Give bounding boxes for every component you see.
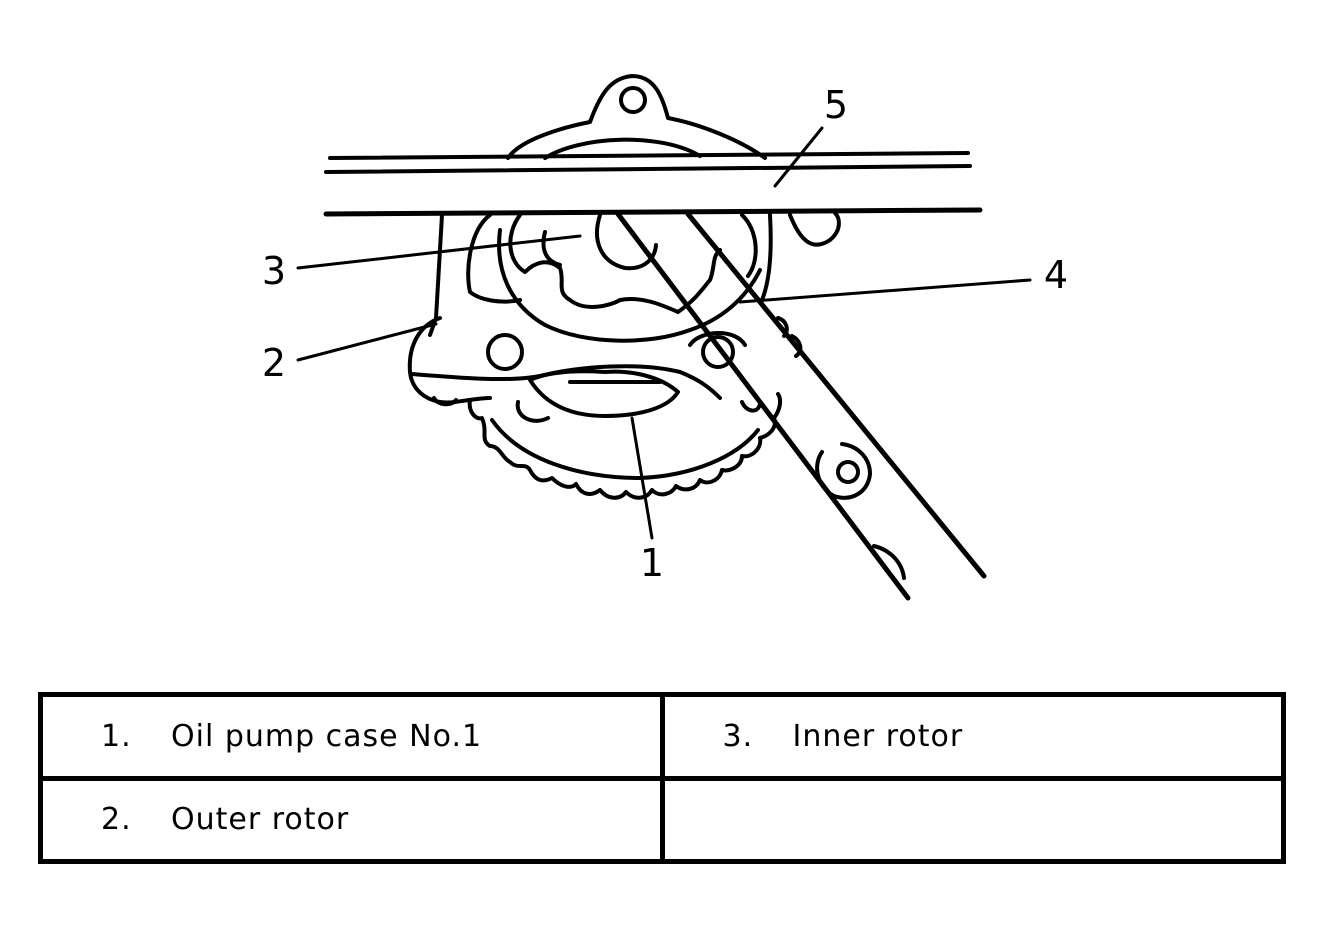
legend-cell-empty	[659, 775, 1286, 864]
leader-line-1	[630, 416, 654, 540]
leader-line-4	[738, 278, 1032, 304]
case-right-wall	[760, 213, 773, 302]
oil-pump-diagram: 1 2 3 4 5	[262, 74, 1068, 601]
flange-small-tab	[432, 396, 458, 407]
legend-number: 3.	[722, 718, 754, 754]
case-lower-blob	[515, 400, 550, 423]
legend-label: Inner rotor	[792, 718, 964, 754]
straight-edge-top-line-a	[328, 151, 970, 160]
leader-line-2	[296, 322, 438, 362]
leader-line-5	[773, 126, 824, 188]
case-top-bolt-hole	[619, 86, 647, 114]
right-small-tab	[740, 400, 762, 413]
legend-number: 2.	[101, 802, 132, 838]
case-flange	[407, 316, 492, 405]
legend-row: 2. Outer rotor	[38, 775, 1286, 864]
callout-1: 1	[640, 541, 664, 585]
straight-edge-top-line-b	[324, 164, 972, 174]
legend-row: 1. Oil pump case No.1 3. Inner rotor	[38, 692, 1286, 781]
legend-cell: 1. Oil pump case No.1	[38, 692, 665, 781]
outer-rotor-rim	[497, 228, 762, 343]
callout-2: 2	[262, 341, 286, 385]
flange-bolt-hole-right	[701, 335, 735, 369]
legend-cell: 2. Outer rotor	[38, 775, 665, 864]
inner-rotor-lobes	[508, 213, 722, 314]
straight-edge-bottom-line	[323, 207, 983, 217]
callout-3: 3	[262, 249, 286, 293]
inner-rotor-inner-edge	[541, 230, 562, 267]
callout-4: 4	[1044, 253, 1068, 297]
case-top-boss	[506, 74, 767, 160]
sprocket-inner-ring	[490, 418, 760, 480]
legend-label: Oil pump case No.1	[171, 718, 483, 754]
case-top-inner-arc	[543, 137, 702, 160]
feeler-gauge-pivot	[815, 442, 872, 500]
case-left-inner-wall	[466, 213, 522, 304]
legend-table: 1. Oil pump case No.1 3. Inner rotor 2. Out…	[38, 692, 1286, 864]
case-right-inner-curve	[740, 213, 758, 278]
feeler-gauge-edge-right	[685, 211, 987, 579]
case-right-ear	[788, 211, 841, 247]
sprocket-teeth	[467, 392, 783, 500]
callout-5: 5	[824, 83, 848, 127]
feeler-gauge-pivot-hole	[836, 460, 860, 484]
flange-bolt-hole-left	[486, 333, 524, 371]
feeler-gauge-end-hook	[872, 544, 906, 580]
leader-line-3	[296, 234, 582, 270]
right-pip-2	[790, 334, 803, 358]
flange-right-arc	[688, 331, 747, 347]
legend-label: Outer rotor	[171, 802, 350, 838]
legend-number: 1.	[101, 718, 132, 754]
case-front-plate	[528, 369, 680, 418]
case-flange-edge	[410, 364, 722, 400]
legend-cell: 3. Inner rotor	[659, 692, 1286, 781]
feeler-gauge-edge-left	[615, 211, 911, 601]
